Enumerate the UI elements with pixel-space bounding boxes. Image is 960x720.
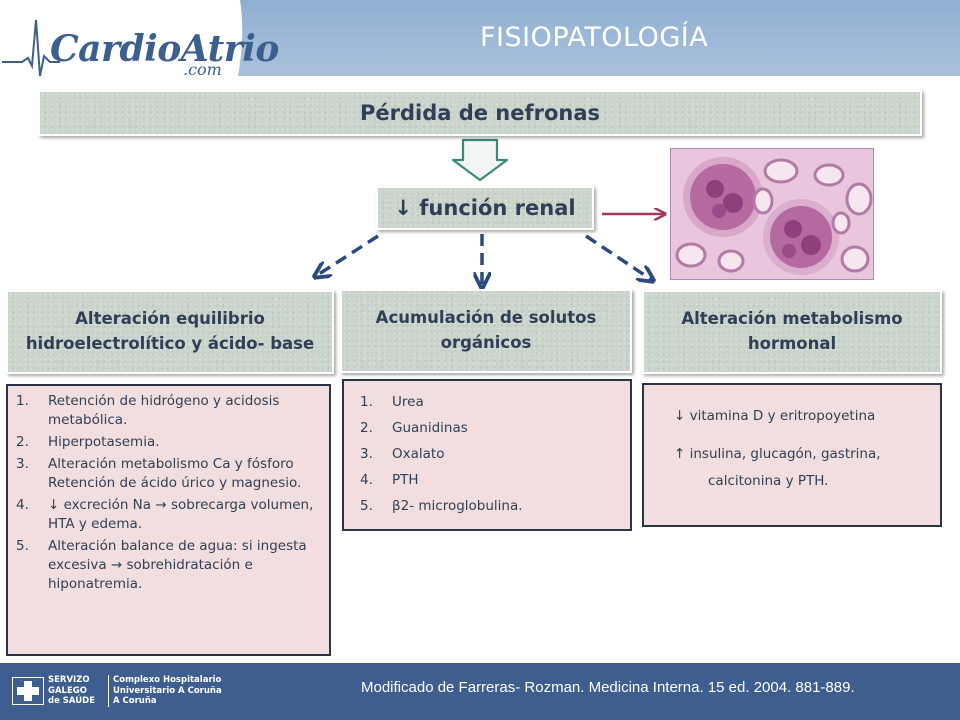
dashed-arrow-left bbox=[316, 234, 379, 276]
hormonal-line: ↑ insulina, glucagón, gastrina, bbox=[674, 446, 881, 462]
list-item: 3.Oxalato bbox=[360, 446, 445, 462]
sergas-cross-icon bbox=[12, 677, 44, 705]
hospital-text: Complexo Hospitalario Universitario A Co… bbox=[108, 675, 222, 707]
footer-band bbox=[0, 663, 960, 720]
page-title: FISIOPATOLOGÍA bbox=[480, 22, 709, 53]
list-item: 4.↓ excreción Na → sobrecarga volumen, H… bbox=[16, 497, 314, 532]
nephron-loss-box: Pérdida de nefronas bbox=[38, 90, 922, 136]
ecg-wave-icon bbox=[0, 0, 243, 86]
logo-domain: .com bbox=[183, 60, 222, 79]
hormonal-list: ↓ vitamina D y eritropoyetina ↑ insulina… bbox=[642, 383, 942, 527]
list-item: 3.Alteración metabolismo Ca y fósforo Re… bbox=[16, 456, 302, 491]
solutes-list: 1.Urea 2.Guanidinas 3.Oxalato 4.PTH 5.β2… bbox=[342, 379, 632, 531]
kidney-histology-image bbox=[670, 148, 874, 280]
list-item: 2.Guanidinas bbox=[360, 420, 468, 436]
list-item: 2.Hiperpotasemia. bbox=[16, 434, 160, 450]
footer-reference: Modificado de Farreras- Rozman. Medicina… bbox=[361, 679, 855, 696]
list-item: 5.β2- microglobulina. bbox=[360, 498, 523, 514]
hormonal-line: ↓ vitamina D y eritropoyetina bbox=[674, 408, 876, 424]
list-item: 1.Urea bbox=[360, 394, 424, 410]
category-solutes-box: Acumulación de solutos orgánicos bbox=[340, 289, 632, 373]
renal-function-box: ↓ función renal bbox=[376, 186, 594, 230]
category-electrolyte-box: Alteración equilibrio hidroelectrolítico… bbox=[6, 290, 334, 374]
block-arrow-down-icon bbox=[451, 138, 509, 182]
category-hormonal-box: Alteración metabolismo hormonal bbox=[642, 290, 942, 374]
sergas-text: SERVIZO GALEGO de SAÚDE bbox=[48, 675, 96, 706]
list-item: 4.PTH bbox=[360, 472, 419, 488]
hormonal-line: calcitonina y PTH. bbox=[708, 473, 829, 489]
sergas-logo: SERVIZO GALEGO de SAÚDE Complexo Hospita… bbox=[12, 673, 234, 711]
list-item: 5.Alteración balance de agua: si ingesta… bbox=[16, 538, 307, 592]
list-item: 1.Retención de hidrógeno y acidosis meta… bbox=[16, 393, 280, 428]
logo-name: CardioAtrio bbox=[50, 28, 279, 70]
electrolyte-list: 1.Retención de hidrógeno y acidosis meta… bbox=[6, 384, 331, 656]
dashed-arrow-right bbox=[585, 234, 652, 280]
cardioatrio-logo: CardioAtrio .com bbox=[0, 0, 300, 86]
